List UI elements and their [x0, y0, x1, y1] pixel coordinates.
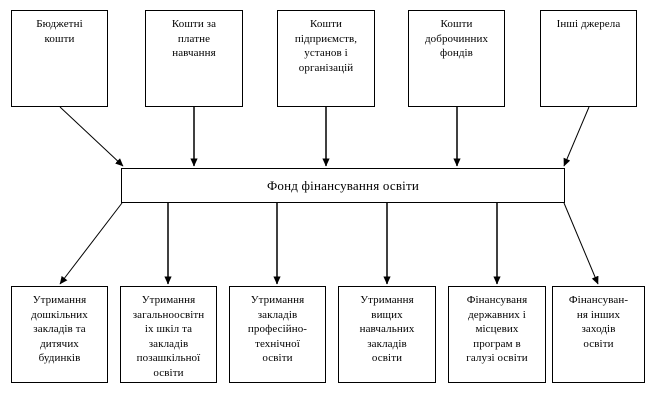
- source-box-label: Кошти за платне навчання: [171, 18, 217, 59]
- outflow-arrow-group: [59, 202, 599, 285]
- outflow-preschool-institutions: [59, 202, 123, 285]
- expenditure-box-state-local-programs[interactable]: Фінансуваня державних і місцевих програм…: [448, 286, 546, 383]
- education-financing-fund-box[interactable]: Фонд фінансування освіти: [121, 168, 565, 203]
- expenditure-box-label: Утримання дошкільних закладів та дитячих…: [31, 294, 88, 364]
- expenditure-box-label: Фінансуваня державних і місцевих програм…: [466, 294, 528, 364]
- expenditure-box-label: Фінансуван- ня інших заходів освіти: [568, 294, 629, 350]
- expenditure-box-label: Утримання закладів професійно- технічної…: [247, 294, 308, 364]
- source-box-label: Кошти доброчинних фондів: [424, 18, 489, 59]
- outflow-other-education-measures: [563, 202, 599, 285]
- inflow-other-sources: [563, 106, 590, 167]
- expenditure-box-label: Утримання загальноосвітн іх шкіл та закл…: [132, 294, 205, 379]
- source-box-label: Бюджетні кошти: [36, 18, 83, 45]
- expenditure-box-higher-education-institutions[interactable]: Утримання вищих навчальних закладів осві…: [338, 286, 436, 383]
- source-box-paid-tuition-funds[interactable]: Кошти за платне навчання: [145, 10, 243, 107]
- expenditure-box-label: Утримання вищих навчальних закладів осві…: [359, 294, 415, 364]
- source-box-label: Кошти підприємств, установ і організацій: [294, 18, 358, 74]
- source-box-label: Інші джерела: [556, 18, 621, 30]
- inflow-budget-funds: [59, 106, 124, 167]
- source-box-other-sources[interactable]: Інші джерела: [540, 10, 637, 107]
- education-financing-fund-label: Фонд фінансування освіти: [266, 177, 420, 193]
- source-box-charity-fund-funds[interactable]: Кошти доброчинних фондів: [408, 10, 505, 107]
- inflow-arrow-group: [59, 106, 590, 167]
- expenditure-box-preschool-institutions[interactable]: Утримання дошкільних закладів та дитячих…: [11, 286, 108, 383]
- expenditure-box-general-education-schools[interactable]: Утримання загальноосвітн іх шкіл та закл…: [120, 286, 217, 383]
- source-box-budget-funds[interactable]: Бюджетні кошти: [11, 10, 108, 107]
- expenditure-box-vocational-technical-education[interactable]: Утримання закладів професійно- технічної…: [229, 286, 326, 383]
- expenditure-box-other-education-measures[interactable]: Фінансуван- ня інших заходів освіти: [552, 286, 645, 383]
- source-box-enterprise-funds[interactable]: Кошти підприємств, установ і організацій: [277, 10, 375, 107]
